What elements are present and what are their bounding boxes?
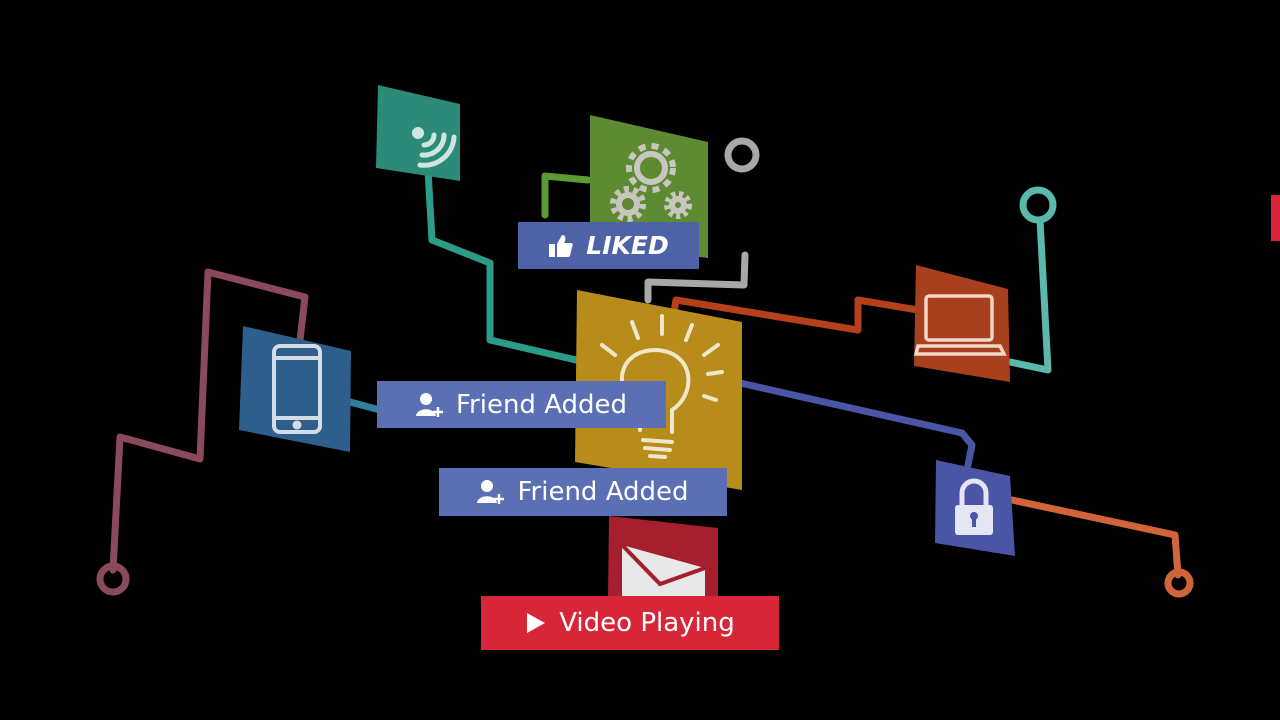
friend-added-label: Friend Added — [455, 389, 628, 420]
connector-line-pink — [109, 268, 309, 574]
gears-icon — [610, 143, 692, 222]
add-user-icon — [477, 479, 505, 505]
offscreen-banner-edge — [1271, 195, 1280, 241]
video-playing-notification: Video Playing — [481, 596, 779, 650]
connector-line-orange-laptop — [670, 296, 922, 334]
connector-line-teal-right — [1006, 216, 1052, 374]
friend-added-label: Friend Added — [517, 477, 689, 507]
liked-label: LIKED — [586, 231, 669, 260]
thumbs-up-icon — [548, 233, 574, 259]
phone-tile — [239, 326, 351, 452]
envelope-icon — [620, 543, 706, 596]
wifi-icon — [412, 127, 457, 168]
friend-added-notification: Friend Added — [377, 381, 666, 428]
friend-added-notification-second: Friend Added — [439, 468, 727, 516]
terminal-ring-orange — [1164, 568, 1194, 598]
connector-line-orange-padlock — [1008, 496, 1182, 579]
connector-line-phone — [346, 398, 384, 414]
add-user-icon — [415, 392, 444, 418]
video-playing-label: Video Playing — [559, 608, 735, 638]
connector-line-teal-wifi — [424, 166, 580, 364]
smartphone-icon — [272, 344, 322, 434]
liked-notification: LIKED — [518, 222, 699, 269]
padlock-icon — [955, 478, 993, 535]
connector-line-gray — [644, 251, 749, 304]
laptop-icon — [913, 294, 1007, 356]
terminal-ring-pink — [96, 562, 130, 596]
terminal-ring-teal — [1019, 186, 1057, 224]
play-icon — [525, 611, 547, 635]
laptop-tile — [914, 265, 1010, 382]
connector-line-blue — [736, 379, 976, 469]
connector-line-green — [541, 172, 592, 219]
terminal-ring-gray — [724, 137, 760, 173]
